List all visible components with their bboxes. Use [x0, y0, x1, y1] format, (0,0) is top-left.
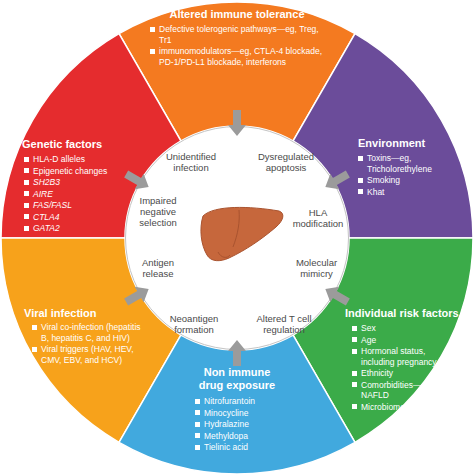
bullet-item: Microbiome	[352, 402, 442, 413]
bullet-item: Defective tolerogenic pathways—eg, Treg,…	[150, 24, 332, 45]
bullet-item: Viral co-infection (hepatitis B, hepatit…	[32, 322, 144, 343]
connector-arrow	[228, 340, 246, 366]
bullet-item: Nitrofurantoin	[195, 396, 295, 407]
segment-heading: Viral infection	[24, 307, 134, 320]
bullet-item: Ethnicity	[352, 368, 442, 379]
bullet-list: SexAgeHormonal status, including pregnan…	[352, 323, 442, 413]
mechanism-label: Dysregulated apoptosis	[252, 151, 320, 173]
bullet-item: Toxins—eg, Tricholorethylene	[358, 153, 458, 174]
bullet-item: Age	[352, 335, 442, 346]
segment-fill	[119, 335, 355, 474]
bullet-item: Hydralazine	[195, 419, 295, 430]
bullet-list: NitrofurantoinMinocyclineHydralazineMeth…	[195, 396, 295, 454]
connector-arrow	[325, 287, 350, 306]
bullet-item: SH2B3	[24, 177, 124, 188]
segment-heading: Environment	[358, 137, 458, 150]
mechanism-label: HLA modification	[288, 207, 348, 229]
bullet-item: HLA-D alleles	[24, 154, 124, 165]
bullet-item: AIRE	[24, 189, 124, 200]
liver-detail	[218, 252, 230, 257]
bullet-list: Toxins—eg, TricholorethyleneSmokingKhat	[358, 153, 458, 198]
bullet-item: Methyldopa	[195, 431, 295, 442]
connector-arrow	[228, 110, 246, 136]
bullet-item: Smoking	[358, 175, 458, 186]
bullet-item: Hormonal status, including pregnancy	[352, 346, 442, 367]
segment-heading: Altered immune tolerance	[137, 8, 337, 21]
connector-arrow	[124, 287, 149, 306]
mechanism-label: Neoantigen formation	[164, 313, 224, 335]
connector-arrow	[325, 171, 350, 190]
bullet-item: Epigenetic changes	[24, 166, 124, 177]
bullet-item: FAS/FASL	[24, 200, 124, 211]
liver-shape	[201, 207, 283, 260]
bullet-item: Comorbidities—eg, NAFLD	[352, 380, 442, 401]
mechanism-label: Altered T cell regulation	[251, 313, 317, 335]
bullet-item: Sex	[352, 323, 442, 334]
segment-heading: Genetic factors	[22, 138, 132, 151]
bullet-item: immunomodulators—eg, CTLA-4 blockade, PD…	[150, 46, 332, 67]
bullet-item: Tielinic acid	[195, 442, 295, 453]
liver-lobe-line	[233, 210, 239, 247]
segment-heading: Individual risk factors	[345, 307, 470, 320]
bullet-list: HLA-D allelesEpigenetic changesSH2B3AIRE…	[24, 154, 124, 235]
mechanism-label: Impaired negative selection	[133, 195, 183, 228]
bullet-item: Khat	[358, 187, 458, 198]
segment-heading: Non immune drug exposure	[192, 366, 282, 392]
bullet-list: Defective tolerogenic pathways—eg, Treg,…	[150, 24, 332, 68]
mechanism-label: Molecular mimicry	[289, 257, 344, 279]
bullet-item: Viral triggers (HAV, HEV, CMV, EBV, and …	[32, 344, 144, 365]
mechanism-label: Unidentified infection	[160, 151, 222, 173]
mechanism-label: Antigen release	[135, 257, 181, 279]
connector-arrow	[124, 171, 149, 190]
bullet-item: Minocycline	[195, 408, 295, 419]
bullet-item: GATA2	[24, 223, 124, 234]
bullet-list: Viral co-infection (hepatitis B, hepatit…	[32, 322, 144, 366]
bullet-item: CTLA4	[24, 212, 124, 223]
